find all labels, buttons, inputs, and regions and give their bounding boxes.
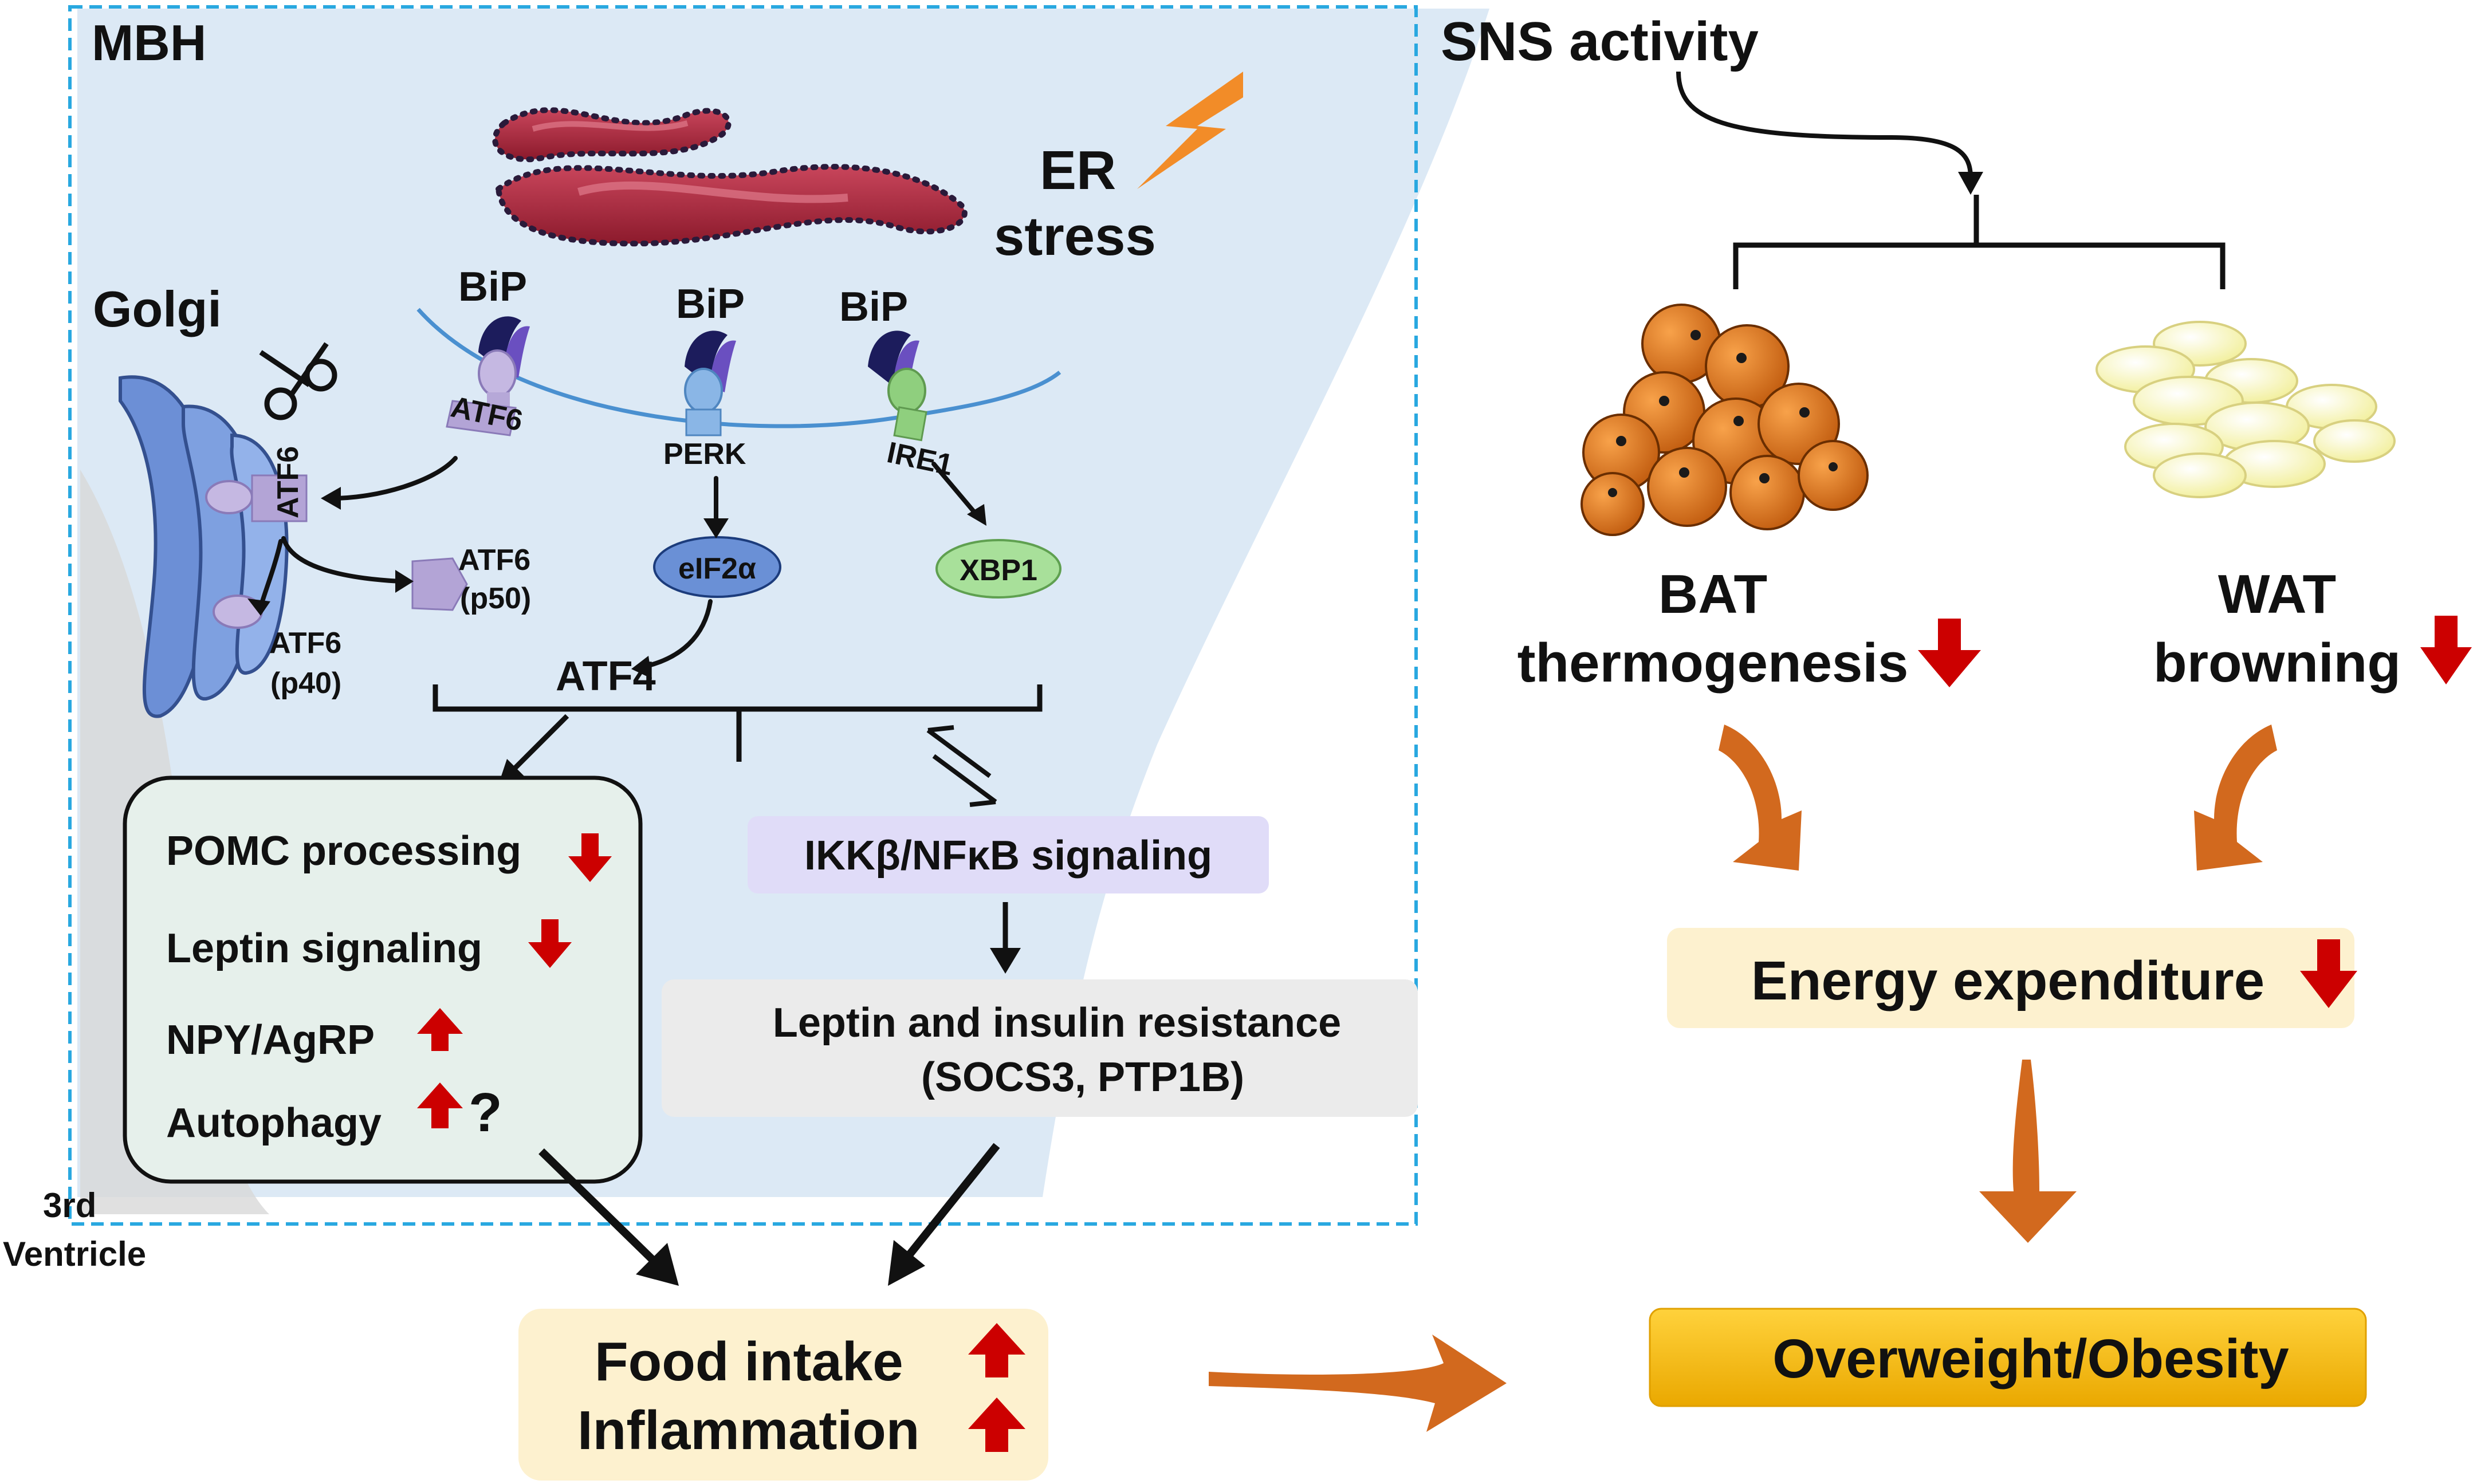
up-arrow-icon [417, 1083, 463, 1128]
down-arrow-icon [2420, 616, 2472, 684]
arrow-energy-to-obesity [1979, 1060, 2077, 1243]
bip-label-atf6: BiP [458, 264, 527, 310]
atf6-p50-label-line2: (p50) [460, 582, 531, 615]
perk-sensor-icon [684, 368, 723, 436]
up-arrow-icon [968, 1323, 1025, 1377]
wat-label-line1: WAT [2218, 564, 2336, 625]
ventricle-label-line1: 3rd [43, 1186, 96, 1225]
atf6-sensor-icon [446, 349, 517, 436]
outcome-label-line2: Inflammation [577, 1400, 919, 1461]
effect-autophagy-question: ? [469, 1082, 502, 1143]
sns-arrow [1676, 71, 1973, 178]
down-arrow-icon [2300, 939, 2357, 1008]
curved-arrow-wat [2194, 725, 2277, 871]
resistance-label-line2: (SOCS3, PTP1B) [921, 1054, 1244, 1100]
resistance-label-line1: Leptin and insulin resistance [773, 1000, 1341, 1046]
ikk-nfkb-label: IKKβ/NFκB signaling [804, 833, 1212, 879]
obesity-box [1649, 1308, 2367, 1407]
resistance-box [662, 979, 1418, 1117]
xbp1-node [935, 539, 1061, 599]
arrow-to-effects [510, 714, 569, 773]
mbh-border [68, 5, 1418, 1226]
golgi-atf6-icon [205, 474, 308, 522]
ire1-sensor-icon [887, 368, 927, 442]
ikk-nfkb-box [748, 816, 1269, 893]
energy-expenditure-label: Energy expenditure [1751, 950, 2264, 1011]
xbp1-label: XBP1 [960, 554, 1037, 587]
atf6-p40-label-line2: (p40) [270, 667, 341, 700]
perk-label: PERK [663, 438, 746, 471]
bip-label-ire1: BiP [839, 284, 908, 330]
atf6-p50-icon [411, 557, 468, 611]
effect-autophagy-label: Autophagy [166, 1100, 382, 1146]
mbh-label: MBH [92, 14, 206, 71]
eif2a-label: eIF2α [678, 552, 756, 585]
obesity-label: Overweight/Obesity [1772, 1328, 2289, 1389]
eif2a-node [653, 536, 781, 598]
curved-arrow-bat [1719, 725, 1802, 871]
bat-label-line2: thermogenesis [1517, 632, 1909, 694]
atf4-label: ATF4 [556, 654, 656, 699]
down-arrow-icon [568, 833, 612, 882]
atf4-xbp1-bracket [433, 684, 1043, 762]
sns-label: SNS activity [1441, 11, 1759, 72]
arrows-to-outcome-heads [636, 1240, 925, 1286]
er-stress-label-line1: ER [1040, 140, 1116, 201]
effect-pomc-label: POMC processing [166, 828, 521, 874]
bip-label-perk: BiP [676, 281, 745, 327]
bat-label-line1: BAT [1658, 564, 1767, 625]
up-arrow-icon [968, 1398, 1025, 1452]
golgi-atf6-label: ATF6 [272, 446, 305, 518]
er-stress-label-line2: stress [994, 206, 1156, 267]
arrow-outcome-to-obesity [1209, 1335, 1507, 1432]
down-arrow-icon [1918, 619, 1981, 687]
brown-adipocyte-nuclei [1608, 330, 1838, 497]
effect-leptin-label: Leptin signaling [166, 926, 482, 971]
down-arrow-icon [528, 919, 572, 968]
effect-npy-label: NPY/AgRP [166, 1017, 375, 1063]
atf6-p50-label-line1: ATF6 [458, 544, 530, 577]
sns-arrow-head [1958, 172, 1983, 195]
lightning-icon [1137, 72, 1243, 189]
outcome-box [518, 1309, 1048, 1481]
wat-label-line2: browning [2153, 632, 2401, 694]
golgi-label: Golgi [93, 281, 222, 337]
arrowheads [247, 487, 986, 679]
up-arrow-icon [417, 1008, 463, 1051]
ventricle-label-line2: Ventricle [3, 1235, 146, 1273]
arrow-ikk-to-resistance-head [990, 948, 1021, 974]
equilibrium-arrows [926, 725, 997, 807]
er-organelle-icon [492, 107, 968, 247]
sns-bracket [1733, 195, 2226, 289]
atf6-p40-label-line1: ATF6 [269, 627, 341, 660]
white-adipocytes-icon [2095, 321, 2396, 498]
hypothalamic-effects-box [123, 776, 643, 1184]
outcome-label-line1: Food intake [595, 1331, 903, 1392]
brown-adipocytes-icon [1580, 304, 1869, 536]
arrows-to-outcome [538, 1143, 1000, 1269]
scissors-icon [259, 342, 337, 420]
energy-expenditure-box [1667, 928, 2354, 1028]
